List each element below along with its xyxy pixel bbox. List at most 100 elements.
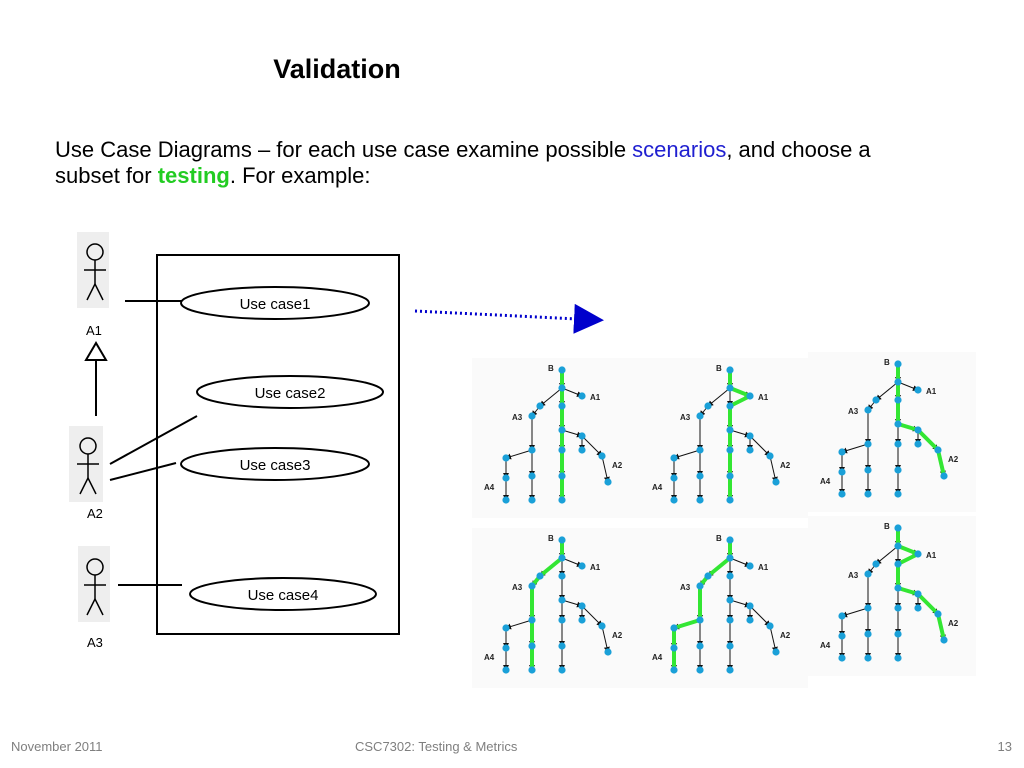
graph-node (726, 384, 734, 392)
graph-node (864, 406, 872, 414)
graph-node (578, 602, 586, 610)
graph-edge (875, 545, 899, 565)
graph-node (894, 524, 902, 532)
graph-node (746, 602, 754, 610)
graph-edge (841, 443, 869, 454)
graph-node (528, 666, 536, 674)
graph-node (502, 496, 510, 504)
graph-edge (539, 387, 563, 407)
graph-node-label: A2 (612, 631, 623, 640)
graph-node (558, 366, 566, 374)
graph-node (914, 440, 922, 448)
actor-label-a2: A2 (87, 506, 103, 521)
graph-node (914, 386, 922, 394)
system-boundary (156, 254, 400, 635)
graph-node (670, 624, 678, 632)
graph-node (502, 644, 510, 652)
graph-node-label: A2 (612, 461, 623, 470)
graph-node (704, 572, 712, 580)
generalization-arrow (84, 341, 108, 416)
graph-node (558, 554, 566, 562)
graph-node (894, 654, 902, 662)
graph-edge (505, 619, 533, 630)
keyword-scenarios: scenarios (632, 137, 727, 162)
graph-node-label: A3 (680, 583, 691, 592)
graph-node-label: A1 (590, 563, 601, 572)
graph-node-label: A1 (758, 393, 769, 402)
graph-node (726, 616, 734, 624)
graph-node-label: A1 (758, 563, 769, 572)
graph-node (696, 666, 704, 674)
graph-node (766, 452, 774, 460)
graph-node (726, 642, 734, 650)
graph-node (894, 420, 902, 428)
graph-node (558, 402, 566, 410)
footer-course: CSC7302: Testing & Metrics (355, 739, 518, 754)
graph-background (472, 358, 640, 518)
graph-node (838, 612, 846, 620)
graph-node (746, 616, 754, 624)
graph-node (696, 446, 704, 454)
graph-node (558, 472, 566, 480)
scenario-graphs: BA1A3A2A4BA1A3A2A4BA1A3A2A4BA1A3A2A4BA1A… (472, 352, 976, 688)
graph-node (578, 392, 586, 400)
graph-edge (707, 387, 731, 407)
graph-node (726, 366, 734, 374)
graph-node-label: A4 (484, 483, 495, 492)
graph-node (726, 402, 734, 410)
graph-node (864, 466, 872, 474)
graph-node-label: B (548, 364, 554, 373)
graph-node (894, 542, 902, 550)
graph-node (528, 616, 536, 624)
graph-node (726, 472, 734, 480)
graph-node (864, 440, 872, 448)
graph-edge (749, 435, 771, 457)
graph-node-label: A3 (512, 413, 523, 422)
graph-node (558, 616, 566, 624)
graph-node (726, 666, 734, 674)
use-case-label-2: Use case2 (255, 385, 326, 402)
footer-page-number: 13 (997, 739, 1012, 754)
graph-node (746, 562, 754, 570)
graph-node-label: A1 (926, 551, 937, 560)
graph-node (746, 392, 754, 400)
body-part3: . For example: (229, 163, 371, 188)
graph-node (940, 636, 948, 644)
use-case-label-1: Use case1 (240, 296, 311, 313)
graph-edge (581, 605, 603, 627)
graph-node (726, 554, 734, 562)
actor-label-a3: A3 (87, 635, 103, 650)
graph-node (558, 666, 566, 674)
graph-node-label: A1 (590, 393, 601, 402)
graph-background (640, 528, 808, 688)
graph-background (472, 528, 640, 688)
graph-edge (841, 607, 869, 618)
stick-figure-icon (84, 243, 106, 301)
graph-node (670, 474, 678, 482)
graph-node-label: A3 (848, 571, 859, 580)
graph-node-label: A2 (780, 631, 791, 640)
graph-node (726, 536, 734, 544)
graph-node-label: B (548, 534, 554, 543)
graph-node (578, 432, 586, 440)
graph-node (528, 446, 536, 454)
use-case-2: Use case2 (196, 375, 384, 409)
keyword-testing: testing (157, 163, 230, 188)
graph-node-label: B (884, 522, 890, 531)
stick-figure-icon (77, 437, 99, 495)
graph-node (940, 472, 948, 480)
graph-node (894, 466, 902, 474)
graph-node (598, 622, 606, 630)
graph-node (696, 582, 704, 590)
graph-node (558, 446, 566, 454)
graph-node (894, 560, 902, 568)
graph-node (726, 426, 734, 434)
graph-edge (769, 455, 778, 483)
graph-node (528, 472, 536, 480)
graph-node (894, 490, 902, 498)
graph-node (696, 472, 704, 480)
graph-node (536, 572, 544, 580)
